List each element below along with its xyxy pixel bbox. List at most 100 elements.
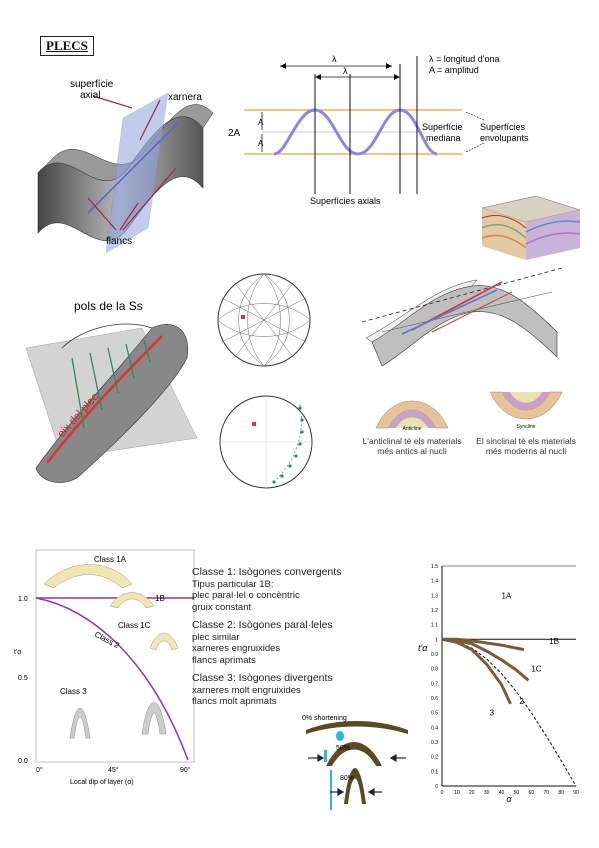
y-tick-label: 0.1	[431, 769, 438, 775]
y-tick-label: 0.5	[431, 711, 438, 717]
y-tick-label: 1.3	[431, 593, 438, 599]
class-1a-label: Class 1A	[94, 555, 127, 564]
x-tick-90: 90°	[180, 766, 191, 774]
x-tick-label: 40	[499, 790, 505, 796]
x-tick-label: 0	[441, 790, 444, 796]
amplitude-label-2: A	[258, 139, 264, 148]
series-line	[441, 637, 530, 682]
x-tick-label: 10	[454, 790, 460, 796]
class-2-line-1: plec similar	[192, 631, 240, 643]
y-tick-label: 0.7	[431, 681, 438, 687]
anticline-caption-line-2: més antics al nucli	[377, 446, 447, 456]
y-tick-label: 0	[435, 784, 438, 790]
syncline-caption-line-1: El sinclinal té els materials	[476, 436, 576, 446]
class-3-label: Class 3	[60, 687, 87, 696]
y-tick-label: 1	[435, 637, 438, 643]
y-tick-label: 0.4	[431, 725, 438, 731]
axial-surfaces-label: Superfícies axials	[310, 196, 381, 206]
class-3-line-1: xarneres molt engruixides	[192, 684, 301, 696]
hinge-label: xarnera	[168, 92, 202, 103]
y-tick-label: 0.9	[431, 652, 438, 658]
x-tick-label: 20	[469, 790, 475, 796]
x-tick-label: 50	[514, 790, 520, 796]
limbs-label: flancs	[106, 236, 132, 247]
y-tick-label: 1.1	[431, 623, 438, 629]
y-tick-0-0: 0.0	[18, 758, 28, 765]
page-title: PLECS	[40, 36, 94, 56]
y-axis-label: t'α	[14, 649, 21, 656]
fold-block-3d	[481, 195, 581, 260]
median-surface-label: Superfície	[422, 122, 463, 132]
x-tick-label: 90	[573, 790, 579, 796]
class-2-line-2: xarneres engruixides	[192, 643, 281, 654]
class-1-line-1: Tipus particular 1B:	[192, 578, 274, 590]
x-axis-label: Local dip of layer (α)	[70, 779, 134, 786]
double-amplitude-label: 2A	[228, 128, 241, 139]
anticline-3d-diagram	[361, 267, 563, 367]
x-tick-label: 60	[529, 790, 535, 796]
y-tick-label: 1.5	[431, 564, 438, 570]
class-2-title: Classe 2: Isògones paral·leles	[192, 619, 333, 631]
x-axis-label: α	[506, 794, 512, 802]
amplitude-label-1: A	[258, 118, 264, 127]
legend-amplitude: A = amplitud	[429, 65, 479, 75]
region-annotation: 3	[490, 709, 495, 718]
anticline-caption: L'anticlinal té els materials més antics…	[350, 436, 474, 456]
series-line	[441, 637, 512, 705]
y-tick-label: 0.8	[431, 667, 438, 673]
y-tick-label: 0.3	[431, 740, 438, 746]
wavelength-label-2: λ	[343, 66, 348, 76]
syncline-caption-line-2: més moderns al nucli	[485, 446, 567, 456]
wavelength-amplitude-diagram: λ λ 2A A A λ = longitud d'ona A = amplit…	[228, 54, 529, 206]
y-tick-label: 0.6	[431, 696, 438, 702]
series-line	[441, 638, 577, 787]
region-annotation: 1C	[531, 665, 541, 674]
class-1-line-2: plec paral·lel o concèntric	[192, 590, 300, 601]
y-tick-0-5: 0.5	[18, 675, 28, 682]
class-descriptions: Classe 1: Isògones convergents Tipus par…	[192, 566, 362, 708]
region-annotation: 1B	[549, 637, 559, 646]
envelope-surfaces-label-2: envolupants	[480, 133, 529, 143]
syncline-small-label: Syncline	[517, 424, 536, 430]
region-annotation: 1A	[502, 591, 512, 600]
fold-3d-diagram: superfície axial xarnera flancs	[37, 79, 214, 254]
class-2-line-3: flancs aprimats	[192, 654, 256, 666]
poles-label: pols de la Ss	[74, 299, 143, 313]
class-1-title: Classe 1: Isògones convergents	[192, 566, 342, 578]
wavelength-label-1: λ	[332, 54, 337, 64]
envelope-surfaces-label: Superfícies	[480, 122, 526, 132]
y-tick-label: 0.2	[431, 755, 438, 761]
class-1b-label: 1B	[155, 594, 165, 603]
class-1-line-3: gruix constant	[192, 601, 252, 613]
stereonet-top	[217, 273, 311, 367]
anticline-caption-line-1: L'anticlinal té els materials	[362, 436, 462, 446]
y-tick-1-0: 1.0	[18, 596, 28, 603]
syncline-sketch: Syncline	[489, 391, 563, 430]
anticline-sketch: Anticline	[375, 400, 449, 432]
shortening-80-label: 80%	[340, 775, 354, 782]
shortening-diagram: 0% shortening 50% 80%	[302, 715, 408, 810]
fold-axis-poles-diagram: pols de la Ss eix del plec	[25, 299, 198, 483]
x-tick-label: 80	[558, 790, 564, 796]
stereonet-bottom	[219, 395, 313, 489]
class-3-line-2: flancs molt aprimats	[192, 696, 277, 707]
class-3-title: Classe 3: Isògones divergents	[192, 672, 333, 684]
class-1c-label: Class 1C	[118, 621, 151, 630]
x-tick-label: 70	[543, 790, 549, 796]
axial-surface-label: superfície	[70, 79, 114, 90]
shortening-50-label: 50%	[336, 745, 350, 752]
y-axis-label: t'α	[418, 643, 428, 653]
region-annotation: 2	[519, 697, 524, 706]
thickness-dip-chart: 0 0.1 0.2 0.3 0.4 0.5 0.6 0.7 0.8 0.9 1 1.1 1.2 1.3 1.…	[418, 564, 579, 802]
anticline-small-label: Anticline	[403, 426, 422, 432]
x-tick-label: 30	[484, 790, 490, 796]
ramsay-classification-chart: Class 1A 1B Class 1C Class 2 Class 3 1.0…	[14, 549, 195, 786]
syncline-caption: El sinclinal té els materials més modern…	[464, 436, 588, 456]
median-surface-label-2: mediana	[426, 133, 461, 143]
axial-surface-label-2: axial	[80, 90, 101, 101]
x-tick-45: 45°	[108, 766, 119, 774]
shortening-0-label: 0% shortening	[302, 715, 347, 722]
x-tick-0: 0°	[36, 766, 43, 774]
legend-wavelength: λ = longitud d'ona	[429, 54, 500, 64]
y-tick-label: 1.2	[431, 608, 438, 614]
